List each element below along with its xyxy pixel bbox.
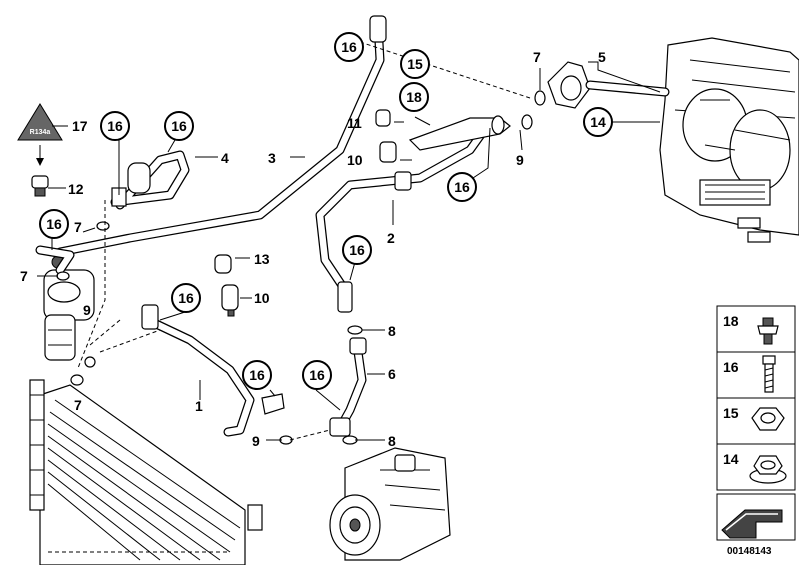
callout-16-d: 16	[164, 111, 194, 141]
label-12: 12	[68, 181, 84, 197]
assembly-dashes	[77, 41, 531, 441]
receiver-drier	[35, 245, 95, 361]
legend-number-16: 16	[723, 359, 739, 375]
label-13: 13	[254, 251, 270, 267]
evaporator-unit	[659, 37, 799, 243]
warning-sign: R134a	[17, 103, 63, 166]
bracket	[408, 115, 511, 151]
legend-number-18: 18	[723, 313, 739, 329]
label-17: 17	[72, 118, 88, 134]
o-rings	[56, 90, 546, 445]
flange-nut-icon	[749, 455, 787, 484]
valve-parts	[214, 109, 397, 317]
callout-18: 18	[399, 82, 429, 112]
line-3	[55, 15, 387, 257]
line-6	[329, 337, 367, 437]
label-9-a: 9	[83, 302, 91, 318]
label-4: 4	[221, 150, 229, 166]
svg-text:16: 16	[249, 367, 265, 383]
number-labels: 17 12 7 7 9 7 4 3 7 5 11 10 9 2 13 10 8 …	[20, 49, 606, 449]
label-11: 11	[347, 115, 362, 131]
label-10-b: 10	[254, 290, 270, 306]
compressor	[329, 447, 451, 561]
label-8-b: 8	[388, 433, 396, 449]
line-4	[110, 150, 190, 210]
label-10-a: 10	[347, 152, 363, 168]
warning-sign-text: R134a	[30, 129, 51, 136]
callout-16-e: 16	[39, 209, 69, 239]
legend-number-14: 14	[723, 451, 739, 467]
pressure-sensor	[31, 175, 49, 197]
hex-nut-icon	[751, 407, 785, 431]
screw-icon	[762, 355, 776, 393]
label-7-c: 7	[74, 397, 82, 413]
callout-16-g: 16	[171, 283, 201, 313]
expansion-valve	[547, 61, 670, 109]
label-8-a: 8	[388, 323, 396, 339]
label-7-d: 7	[533, 49, 541, 65]
callout-16-i: 16	[302, 360, 332, 390]
label-7-a: 7	[74, 219, 82, 235]
label-2: 2	[387, 230, 395, 246]
label-1: 1	[195, 398, 203, 414]
callout-circles: 16 15 18 14 16 16 16 16	[39, 32, 613, 390]
label-7-b: 7	[20, 268, 28, 284]
svg-text:16: 16	[454, 179, 470, 195]
callout-16-a: 16	[334, 32, 364, 62]
label-9-b: 9	[516, 152, 524, 168]
line-1	[141, 304, 285, 437]
svg-text:16: 16	[309, 367, 325, 383]
svg-text:16: 16	[178, 290, 194, 306]
valve-core-icon	[757, 317, 779, 345]
label-6: 6	[388, 366, 396, 382]
leader-lines	[37, 61, 661, 441]
callout-16-c: 16	[100, 111, 130, 141]
callout-16-b: 16	[447, 172, 477, 202]
callout-16-f: 16	[342, 235, 372, 265]
svg-text:16: 16	[107, 118, 123, 134]
label-3: 3	[268, 150, 276, 166]
svg-text:16: 16	[349, 242, 365, 258]
callout-14: 14	[583, 107, 613, 137]
legend-panel: 18 16 15 14 001481	[716, 305, 796, 557]
line-2	[315, 117, 495, 313]
label-9-c: 9	[252, 433, 260, 449]
document-id: 00148143	[727, 546, 772, 557]
svg-text:14: 14	[590, 114, 606, 130]
svg-text:16: 16	[46, 216, 62, 232]
label-5: 5	[598, 49, 606, 65]
svg-text:16: 16	[171, 118, 187, 134]
legend-number-15: 15	[723, 405, 739, 421]
svg-text:16: 16	[341, 39, 357, 55]
callout-15: 15	[400, 49, 430, 79]
svg-text:15: 15	[407, 56, 423, 72]
callout-16-h: 16	[242, 360, 272, 390]
condenser	[29, 379, 263, 565]
arrow-icon	[721, 509, 783, 539]
svg-text:18: 18	[406, 89, 422, 105]
